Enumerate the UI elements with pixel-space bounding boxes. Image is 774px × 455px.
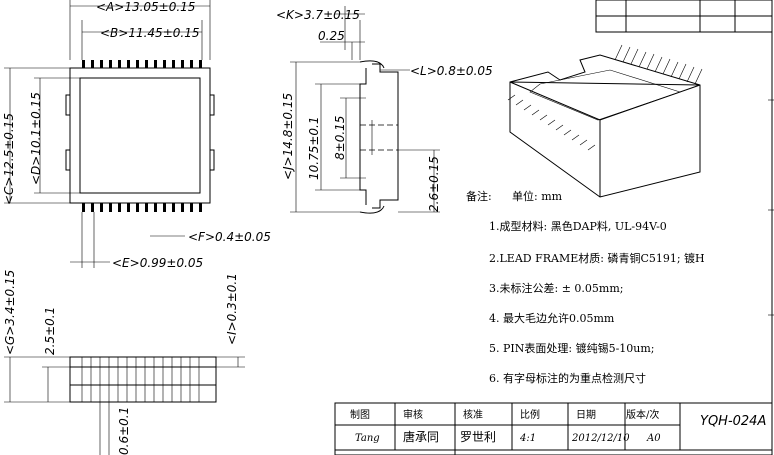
dim-l-label: <L>0.8±0.05 <box>410 64 493 78</box>
note-item-6: 6. 有字母标注的为重点检测尺寸 <box>489 371 646 385</box>
dim-25-label: 2.5±0.1 <box>43 307 57 355</box>
dim-g-label: <G>3.4±0.15 <box>3 270 17 355</box>
tb-header-approve: 核准 <box>463 408 483 421</box>
dim-8-label: 8±0.15 <box>333 116 347 160</box>
dim-1075-label: 10.75±0.1 <box>307 117 321 181</box>
note-item-3: 3.未标注公差: ± 0.05mm; <box>489 281 623 295</box>
dim-j-label: <J>14.8±0.15 <box>281 93 295 180</box>
note-item-4: 4. 最大毛边允许0.05mm <box>489 311 615 325</box>
note-item-1: 1.成型材料: 黑色DAP料, UL-94V-0 <box>489 219 667 233</box>
front-view <box>4 356 245 455</box>
tb-value-draw: Tang <box>355 433 380 444</box>
tb-header-version: 版本/次 <box>626 408 659 421</box>
tb-value-date: 2012/12/10 <box>571 433 630 444</box>
dim-e-label: <E>0.99±0.05 <box>112 256 203 270</box>
tb-value-version: A0 <box>646 433 661 444</box>
dim-k-label: <K>3.7±0.15 <box>276 8 360 22</box>
dim-06-label: 0.6±0.1 <box>117 407 131 455</box>
dim-f-label: <F>0.4±0.05 <box>188 230 271 244</box>
bottom-pins <box>82 203 202 212</box>
dim-c-label: <C>12.5±0.15 <box>2 113 16 205</box>
dim-d-label: <D>10.1±0.15 <box>29 92 43 185</box>
note-item-2: 2.LEAD FRAME材质: 磷青铜C5191; 镀H <box>489 251 705 265</box>
title-block <box>334 402 773 455</box>
tb-header-draw: 制图 <box>350 408 370 421</box>
revision-table <box>595 0 773 33</box>
side-view <box>290 6 440 214</box>
tb-value-approve: 罗世利 <box>460 430 496 444</box>
part-number: YQH-024A <box>700 414 766 429</box>
top-view <box>4 0 215 268</box>
dim-26-label: 2.6±0.15 <box>427 156 441 212</box>
top-pins <box>82 60 202 68</box>
dim-025-label: 0.25 <box>318 29 345 43</box>
tb-header-scale: 比例 <box>520 408 540 421</box>
note-item-5: 5. PIN表面处理: 镀纯锡5-10um; <box>489 341 655 355</box>
dim-i-label: <I>0.3±0.1 <box>225 273 239 345</box>
tb-header-date: 日期 <box>576 409 596 421</box>
notes-header-label: 备注: <box>466 189 492 203</box>
dim-b-label: <B>11.45±0.15 <box>100 26 199 40</box>
tb-header-check: 审核 <box>403 408 423 421</box>
tb-value-scale: 4:1 <box>519 433 536 444</box>
isometric-view <box>507 44 703 198</box>
notes-header-unit: 单位: mm <box>512 189 563 203</box>
drawing-frame <box>768 0 774 455</box>
dim-a-label: <A>13.05±0.15 <box>96 0 195 14</box>
tb-value-check: 唐承同 <box>403 429 439 444</box>
